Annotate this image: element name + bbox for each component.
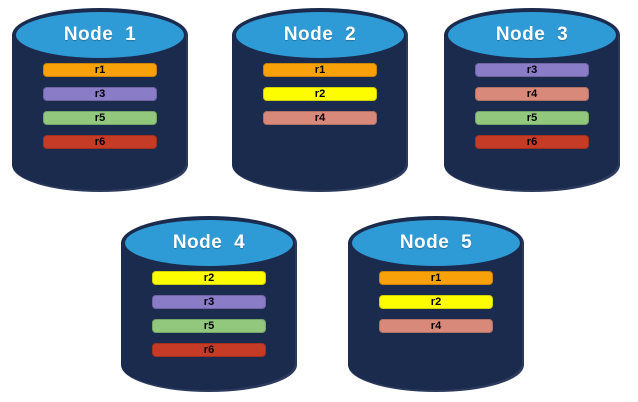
replica-bar-r6: r6: [475, 135, 589, 149]
replica-bar-r6: r6: [43, 135, 157, 149]
replica-bar-r1: r1: [263, 63, 377, 77]
cylinder-top: Node 5: [352, 220, 520, 266]
db-node-2: Node 2 r1 r2 r4: [232, 8, 408, 192]
replica-list: r1 r2 r4: [232, 63, 408, 135]
replica-bar-r4: r4: [379, 319, 493, 333]
replica-bar-r5: r5: [152, 319, 266, 333]
replica-bar-r1: r1: [379, 271, 493, 285]
replica-bar-r2: r2: [152, 271, 266, 285]
node-title: Node 1: [63, 24, 137, 45]
replica-bar-r6: r6: [152, 343, 266, 357]
replica-bar-r5: r5: [475, 111, 589, 125]
replica-bar-r1: r1: [43, 63, 157, 77]
node-title: Node 2: [283, 24, 357, 45]
db-node-4: Node 4 r2 r3 r5 r6: [121, 216, 297, 392]
node-title: Node 4: [172, 232, 246, 253]
replica-bar-r5: r5: [43, 111, 157, 125]
node-title: Node 3: [495, 24, 569, 45]
replica-bar-r2: r2: [263, 87, 377, 101]
cylinder-top: Node 3: [448, 12, 616, 58]
cylinder-top: Node 1: [16, 12, 184, 58]
replica-bar-r4: r4: [475, 87, 589, 101]
replica-list: r2 r3 r5 r6: [121, 271, 297, 367]
replica-bar-r2: r2: [379, 295, 493, 309]
db-node-1: Node 1 r1 r3 r5 r6: [12, 8, 188, 192]
replica-bar-r3: r3: [475, 63, 589, 77]
db-node-3: Node 3 r3 r4 r5 r6: [444, 8, 620, 192]
replica-bar-r4: r4: [263, 111, 377, 125]
cylinder-top: Node 2: [236, 12, 404, 58]
cylinder-top: Node 4: [125, 220, 293, 266]
node-title: Node 5: [399, 232, 473, 253]
replica-bar-r3: r3: [152, 295, 266, 309]
replica-list: r1 r2 r4: [348, 271, 524, 343]
replica-bar-r3: r3: [43, 87, 157, 101]
replica-list: r3 r4 r5 r6: [444, 63, 620, 159]
replica-list: r1 r3 r5 r6: [12, 63, 188, 159]
db-node-5: Node 5 r1 r2 r4: [348, 216, 524, 392]
